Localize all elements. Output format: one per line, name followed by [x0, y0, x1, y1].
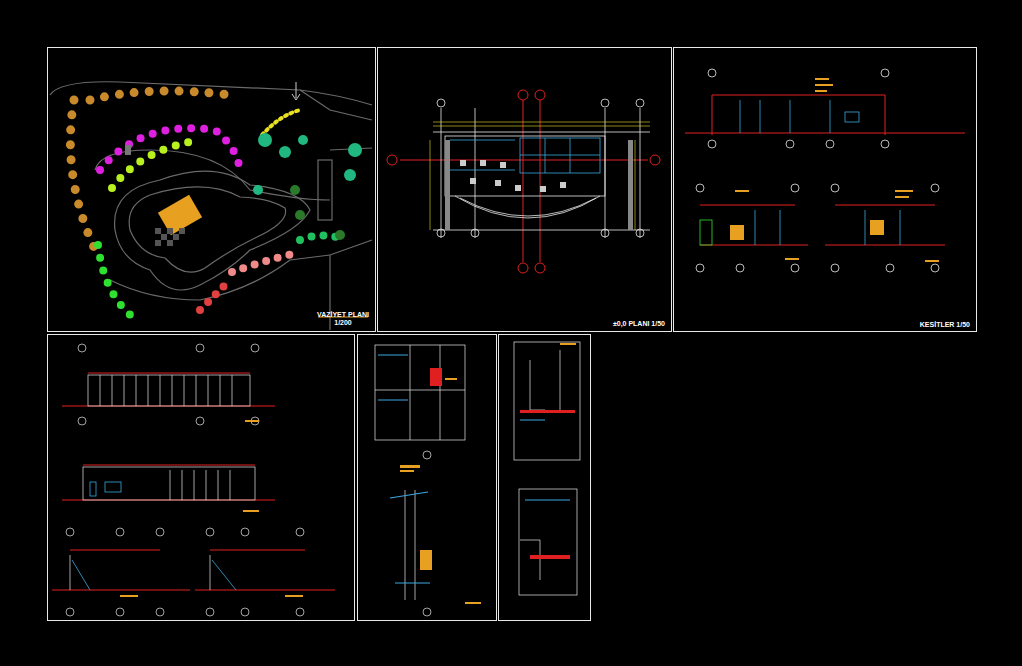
drawing-panel: VAZİYET PLANI 1/200 [47, 47, 376, 332]
sheet-title: KESİTLER 1/50 [920, 321, 970, 329]
sheet-title: ±0,0 PLANI 1/50 [613, 320, 665, 328]
drawing-panel: KESİTLER 1/50 [673, 47, 977, 332]
sheet-title: VAZİYET PLANI 1/200 [317, 311, 369, 327]
drawing-panel: ±0,0 PLANI 1/50 [377, 47, 672, 332]
